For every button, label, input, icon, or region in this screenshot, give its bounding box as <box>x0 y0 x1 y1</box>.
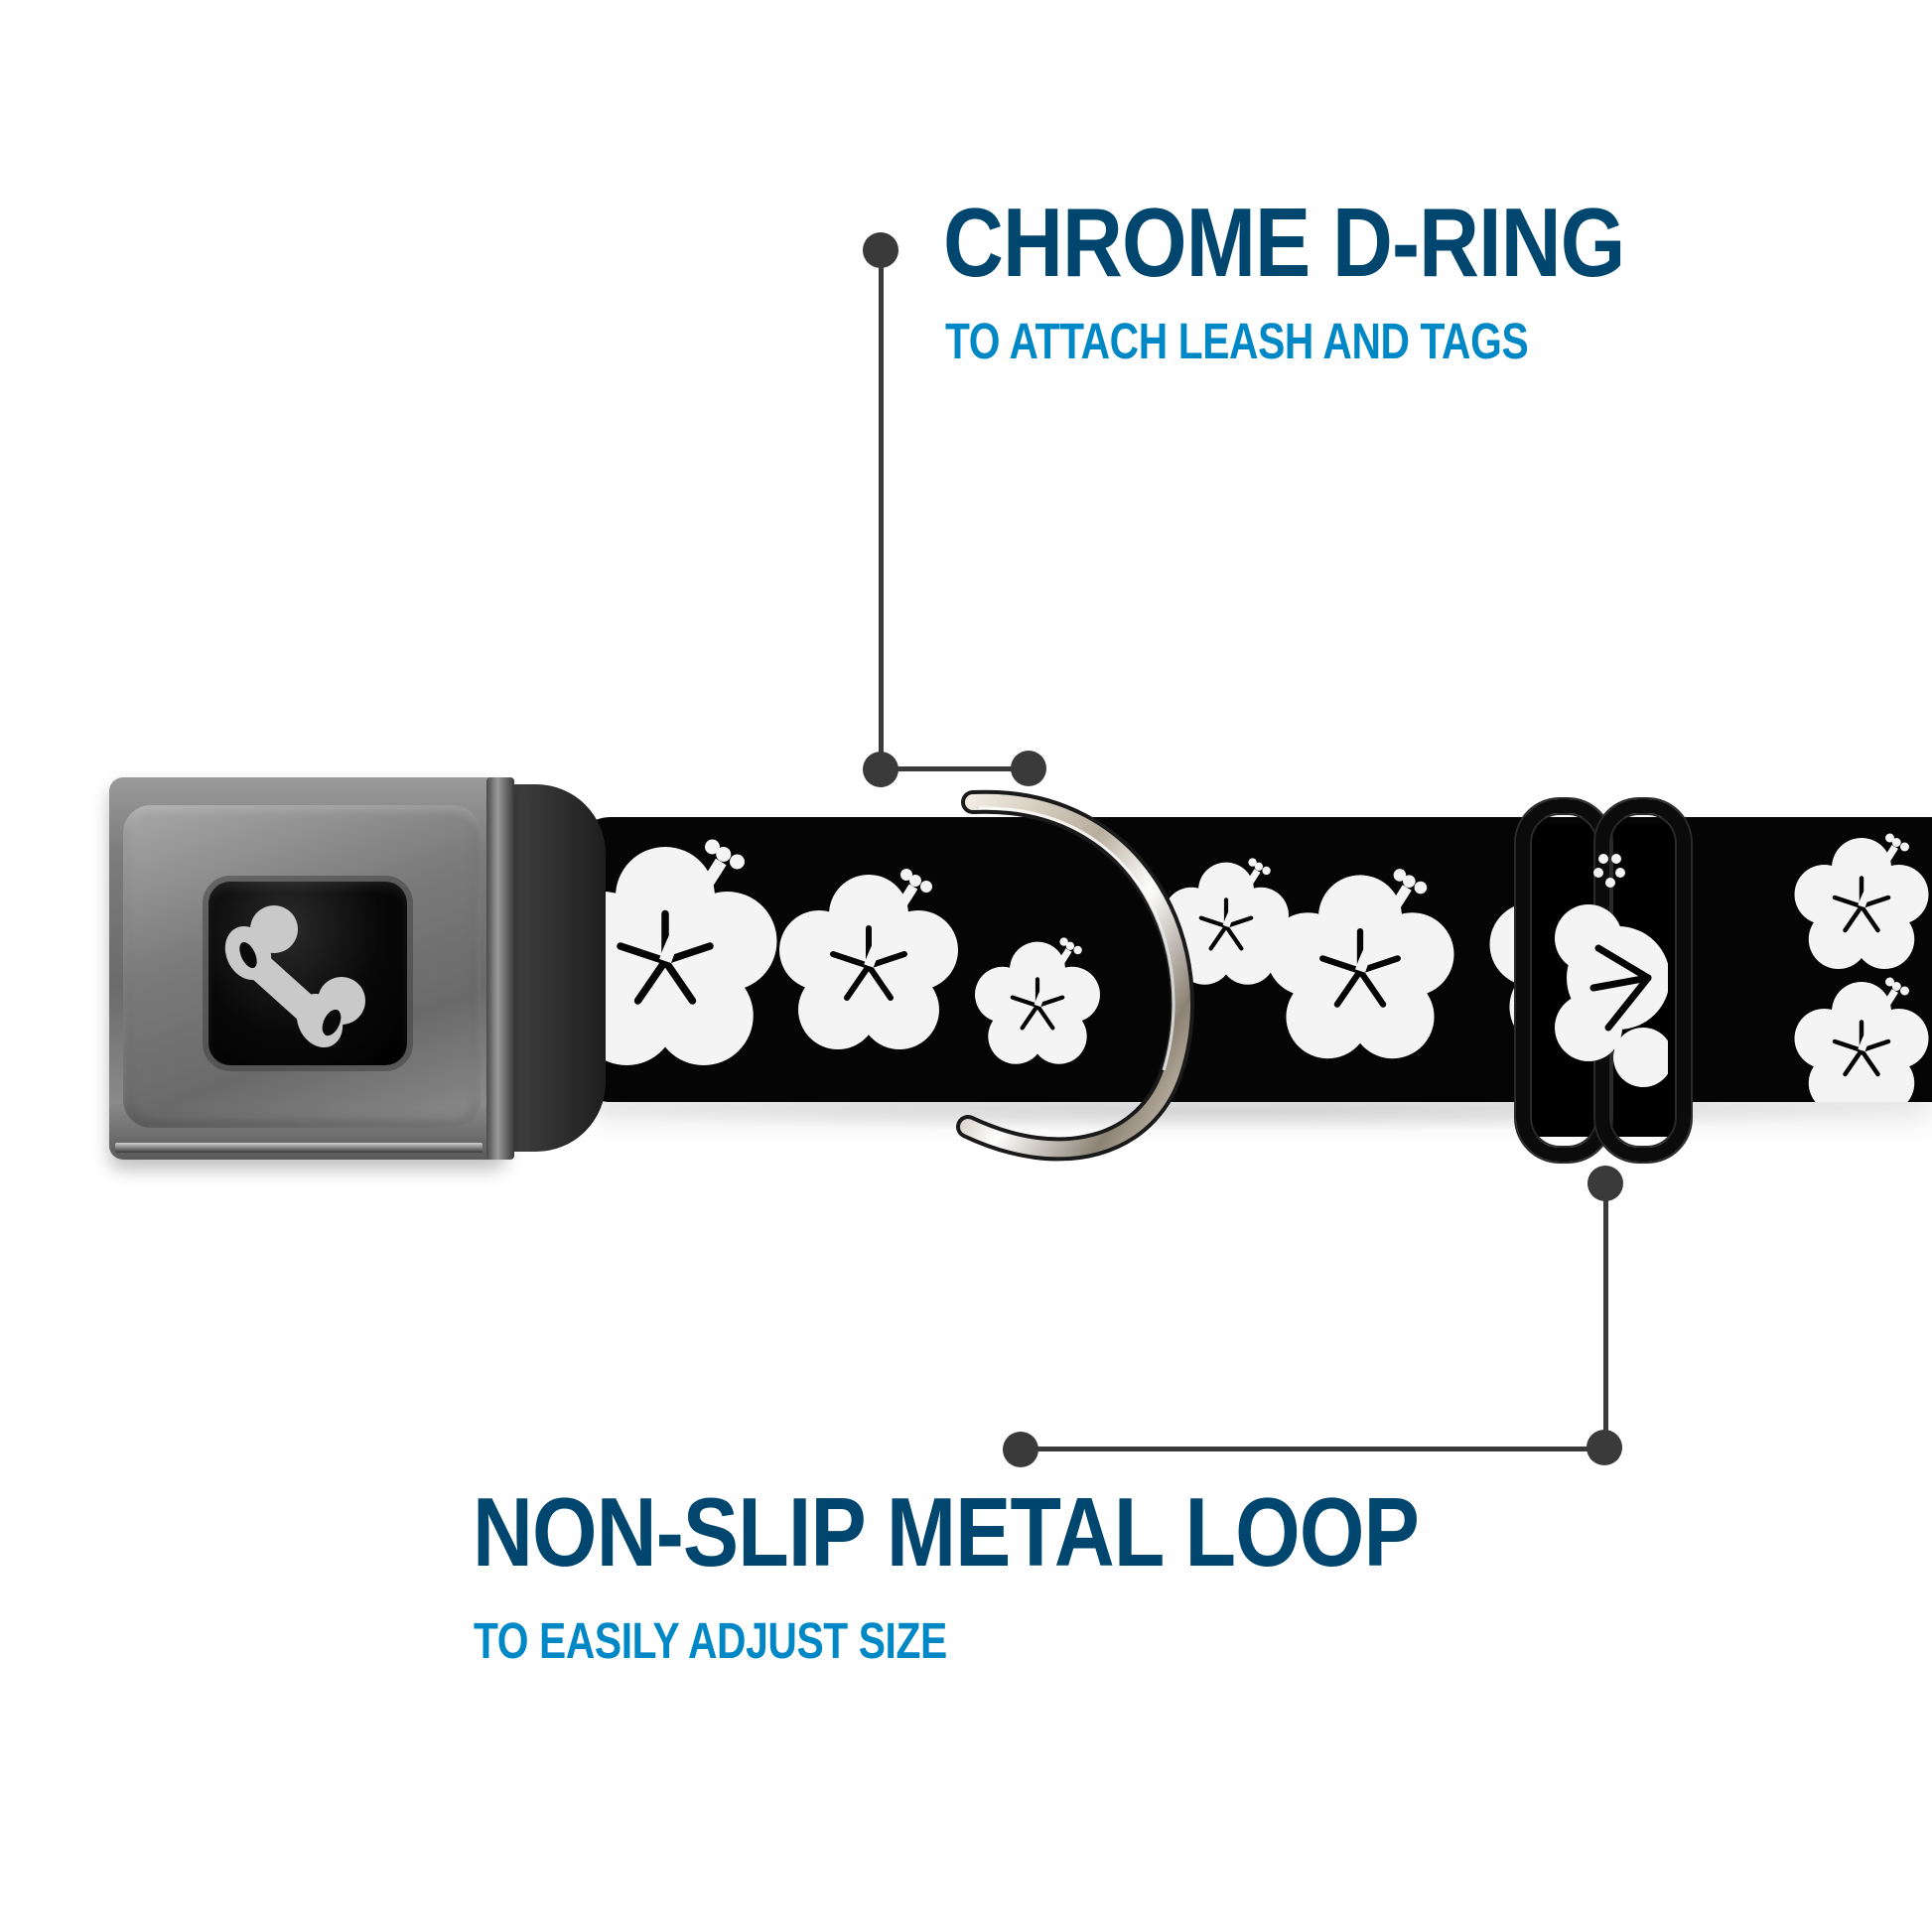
connector-dot-end <box>1003 1432 1038 1467</box>
connector-line-horizontal <box>1021 1447 1604 1451</box>
connector-dot-end <box>1011 751 1046 786</box>
keeper-hibiscus <box>1555 854 1668 1087</box>
d-ring <box>956 789 1194 1162</box>
hibiscus-pattern <box>571 817 1932 1102</box>
buckle-bottom-edge <box>115 1143 483 1153</box>
connector-line-vertical <box>1603 1183 1608 1448</box>
bone-icon <box>224 905 365 1048</box>
seatbelt-buckle <box>109 777 514 1160</box>
connector-line-horizontal <box>881 766 1028 771</box>
connector-line-vertical <box>879 250 884 769</box>
buckle-side-rail <box>486 777 514 1160</box>
callout-title-loop: NON-SLIP METAL LOOP <box>473 1477 1420 1587</box>
callout-title-d-ring: CHROME D-RING <box>943 188 1625 297</box>
callout-subtitle-loop: TO EASILY ADJUST SIZE <box>474 1612 947 1669</box>
callout-subtitle-d-ring: TO ATTACH LEASH AND TAGS <box>945 313 1529 369</box>
buckle-logo-plate <box>208 882 407 1065</box>
